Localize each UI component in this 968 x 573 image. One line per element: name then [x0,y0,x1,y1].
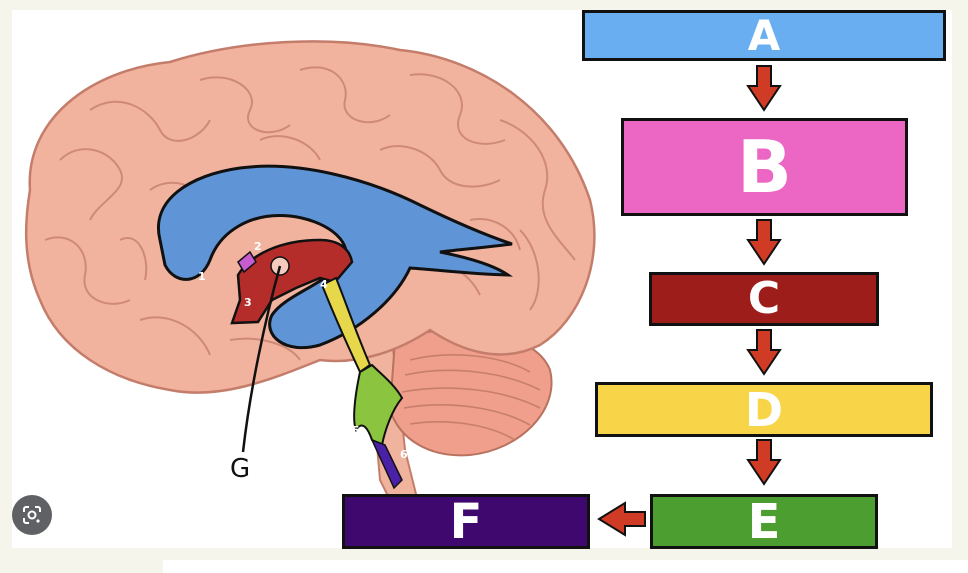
box-b-label: B [737,125,792,209]
box-c-label: C [747,273,781,324]
region-number-3: 3 [244,296,252,309]
region-number-1: 1 [198,270,206,283]
box-a: A [582,10,946,61]
region-number-labels: 1 2 3 4 5 6 [198,240,408,461]
lateral-ventricle [157,164,513,350]
box-f: F [342,494,590,549]
next-image-strip [163,560,968,573]
pointer-label-g: G [230,454,250,484]
third-ventricle [230,238,354,325]
cerebellum-folia [401,354,541,441]
region-number-2: 2 [254,240,262,253]
interventricular-foramen [237,250,257,274]
arrow-a-to-b [746,65,782,112]
box-d: D [595,382,933,437]
box-c: C [649,272,879,326]
region-number-6: 6 [400,448,408,461]
flow-arrows [597,65,782,537]
box-a-label: A [747,10,781,60]
arrow-e-to-f [597,501,646,537]
region-number-5: 5 [352,424,360,437]
central-canal [370,438,403,490]
cerebral-aqueduct [320,276,372,374]
arrow-c-to-d [746,329,782,376]
google-lens-icon [23,506,41,524]
arrow-d-to-e [746,439,782,486]
box-e-label: E [747,493,781,550]
pointer-line-g [241,265,282,453]
box-b: B [621,118,908,216]
box-f-label: F [449,493,483,550]
region-number-4: 4 [320,278,328,291]
arrow-b-to-c [746,219,782,266]
google-lens-button[interactable] [12,495,52,535]
box-d-label: D [744,382,784,437]
box-e: E [650,494,878,549]
